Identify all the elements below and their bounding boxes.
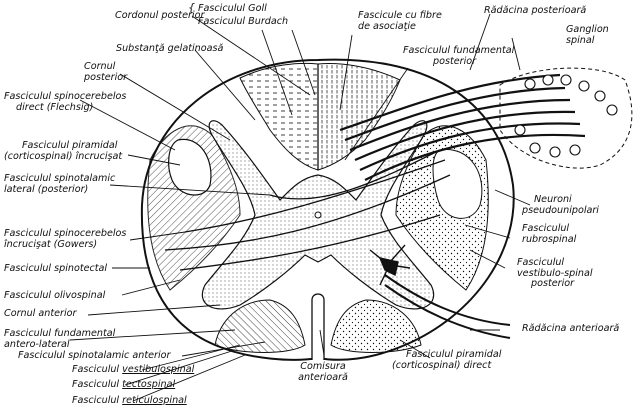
label-cordonul-posterior: Cordonul posterior	[115, 10, 205, 21]
dorsal-root	[339, 73, 586, 181]
label-piramidal-direct: Fasciculul piramidal (corticospinal) dir…	[392, 349, 502, 371]
ventral-root	[384, 274, 511, 339]
anterior-right	[330, 299, 422, 353]
label-radacina-anterioara: Rădăcina anterioară	[522, 323, 620, 334]
label-spinotalamic-anterior: Fasciculul spinotalamic anterior	[18, 350, 171, 361]
label-spinotalamic-lateral: Fasciculul spinotalamic lateral (posteri…	[4, 173, 116, 195]
brace-icon: {	[188, 1, 195, 14]
crossing-fibres	[164, 149, 451, 271]
ganglion-cells	[514, 74, 618, 158]
label-cornul-anterior: Cornul anterior	[4, 308, 77, 319]
label-olivospinal: Fasciculul olivospinal	[4, 290, 106, 301]
label-spinocerebelos-direct: Fasciculul spinocerebelos direct (Flechs…	[4, 91, 127, 113]
label-comisura-anterioara: Comisura anterioară	[298, 361, 348, 383]
central-canal	[314, 211, 322, 219]
leader-lines	[69, 13, 531, 402]
goll-burdach-region	[239, 62, 319, 171]
label-spinotectal: Fasciculul spinotectal	[4, 263, 108, 274]
label-ganglion-spinal: Ganglion spinal	[566, 24, 609, 46]
flechsig-oval	[168, 138, 212, 196]
label-fasciculul-burdach: Fasciculul Burdach	[198, 16, 289, 27]
label-radacina-posterioara: Rădăcina posterioară	[484, 5, 587, 16]
label-cornul-posterior: Cornul posterior	[84, 61, 128, 83]
label-piramidal-incrucisat: Fasciculul piramidal (corticospinal) înc…	[4, 140, 123, 162]
ganglion-outline	[499, 67, 633, 169]
label-vestibulo-spinal-posterior: Fasciculul vestibulo-spinal posterior	[517, 257, 593, 289]
anterior-left	[214, 299, 306, 353]
label-neuroni-pseudounipolari: Neuroni pseudounipolari	[522, 194, 599, 216]
label-fundamental-antero-lateral: Fasciculul fundamental antero-lateral	[4, 328, 116, 350]
anterior-fissure	[311, 293, 325, 360]
label-fascicule-asociatie: Fascicule cu fibre de asociaţie	[358, 10, 442, 32]
label-fasciculul-goll: Fasciculul Goll	[198, 3, 267, 14]
rubrospinal-oval	[432, 149, 483, 219]
label-rubrospinal: Fasciculul rubrospinal	[522, 223, 577, 245]
label-fundamental-posterior: Fasciculul fundamental posterior	[403, 45, 515, 67]
goll-burdach-region-right	[317, 63, 401, 171]
label-reticulospinal: Fasciculul reticulospinal	[72, 395, 187, 406]
label-vestibulospinal: Fasciculul vestibulospinal	[72, 364, 195, 375]
label-substanta-gelatinoasa: Substanţă gelatinoasă	[116, 43, 224, 54]
label-spinocerebelos-incrucisat: Fasciculul spinocerebelos încrucişat (Go…	[4, 228, 127, 250]
motor-neuron	[369, 244, 411, 286]
label-tectospinal: Fasciculul tectospinal	[72, 379, 176, 390]
